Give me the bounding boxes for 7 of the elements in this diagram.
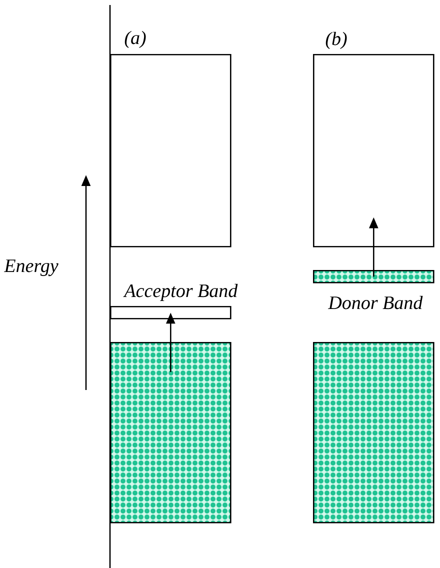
axis-label: Energy [4, 260, 58, 276]
band-label: Acceptor Band [123, 284, 238, 302]
band-box [110, 54, 232, 248]
band-box [110, 342, 232, 524]
band-label: Donor Band [328, 296, 423, 310]
band-box [313, 54, 434, 248]
band-box [313, 342, 434, 524]
